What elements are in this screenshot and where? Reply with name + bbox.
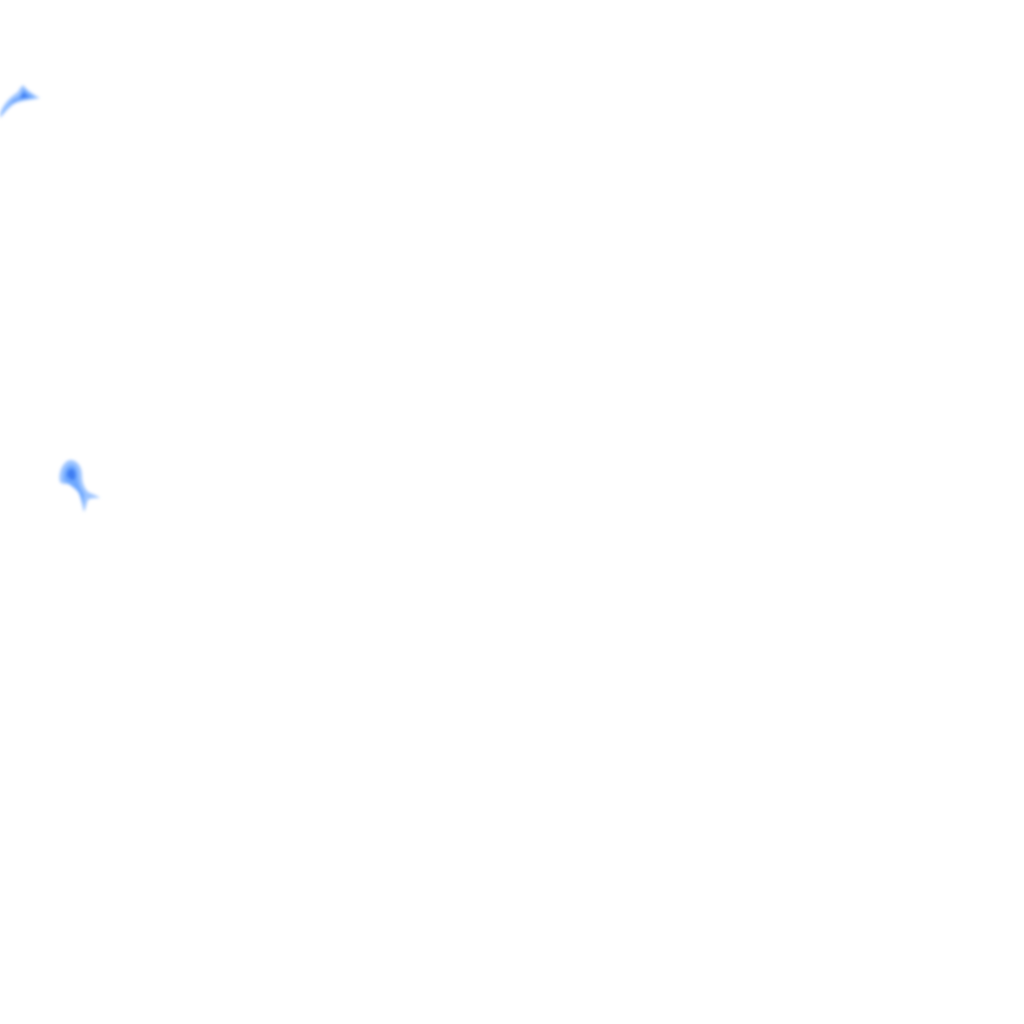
blob-top-core [8,92,30,106]
seahorse-icon [54,456,104,516]
seahorse-outer [59,460,100,512]
blob-top-inner [2,89,35,113]
fish-fin-icon [0,78,44,120]
blob-top-outer [0,85,40,118]
seahorse-core [67,469,76,480]
